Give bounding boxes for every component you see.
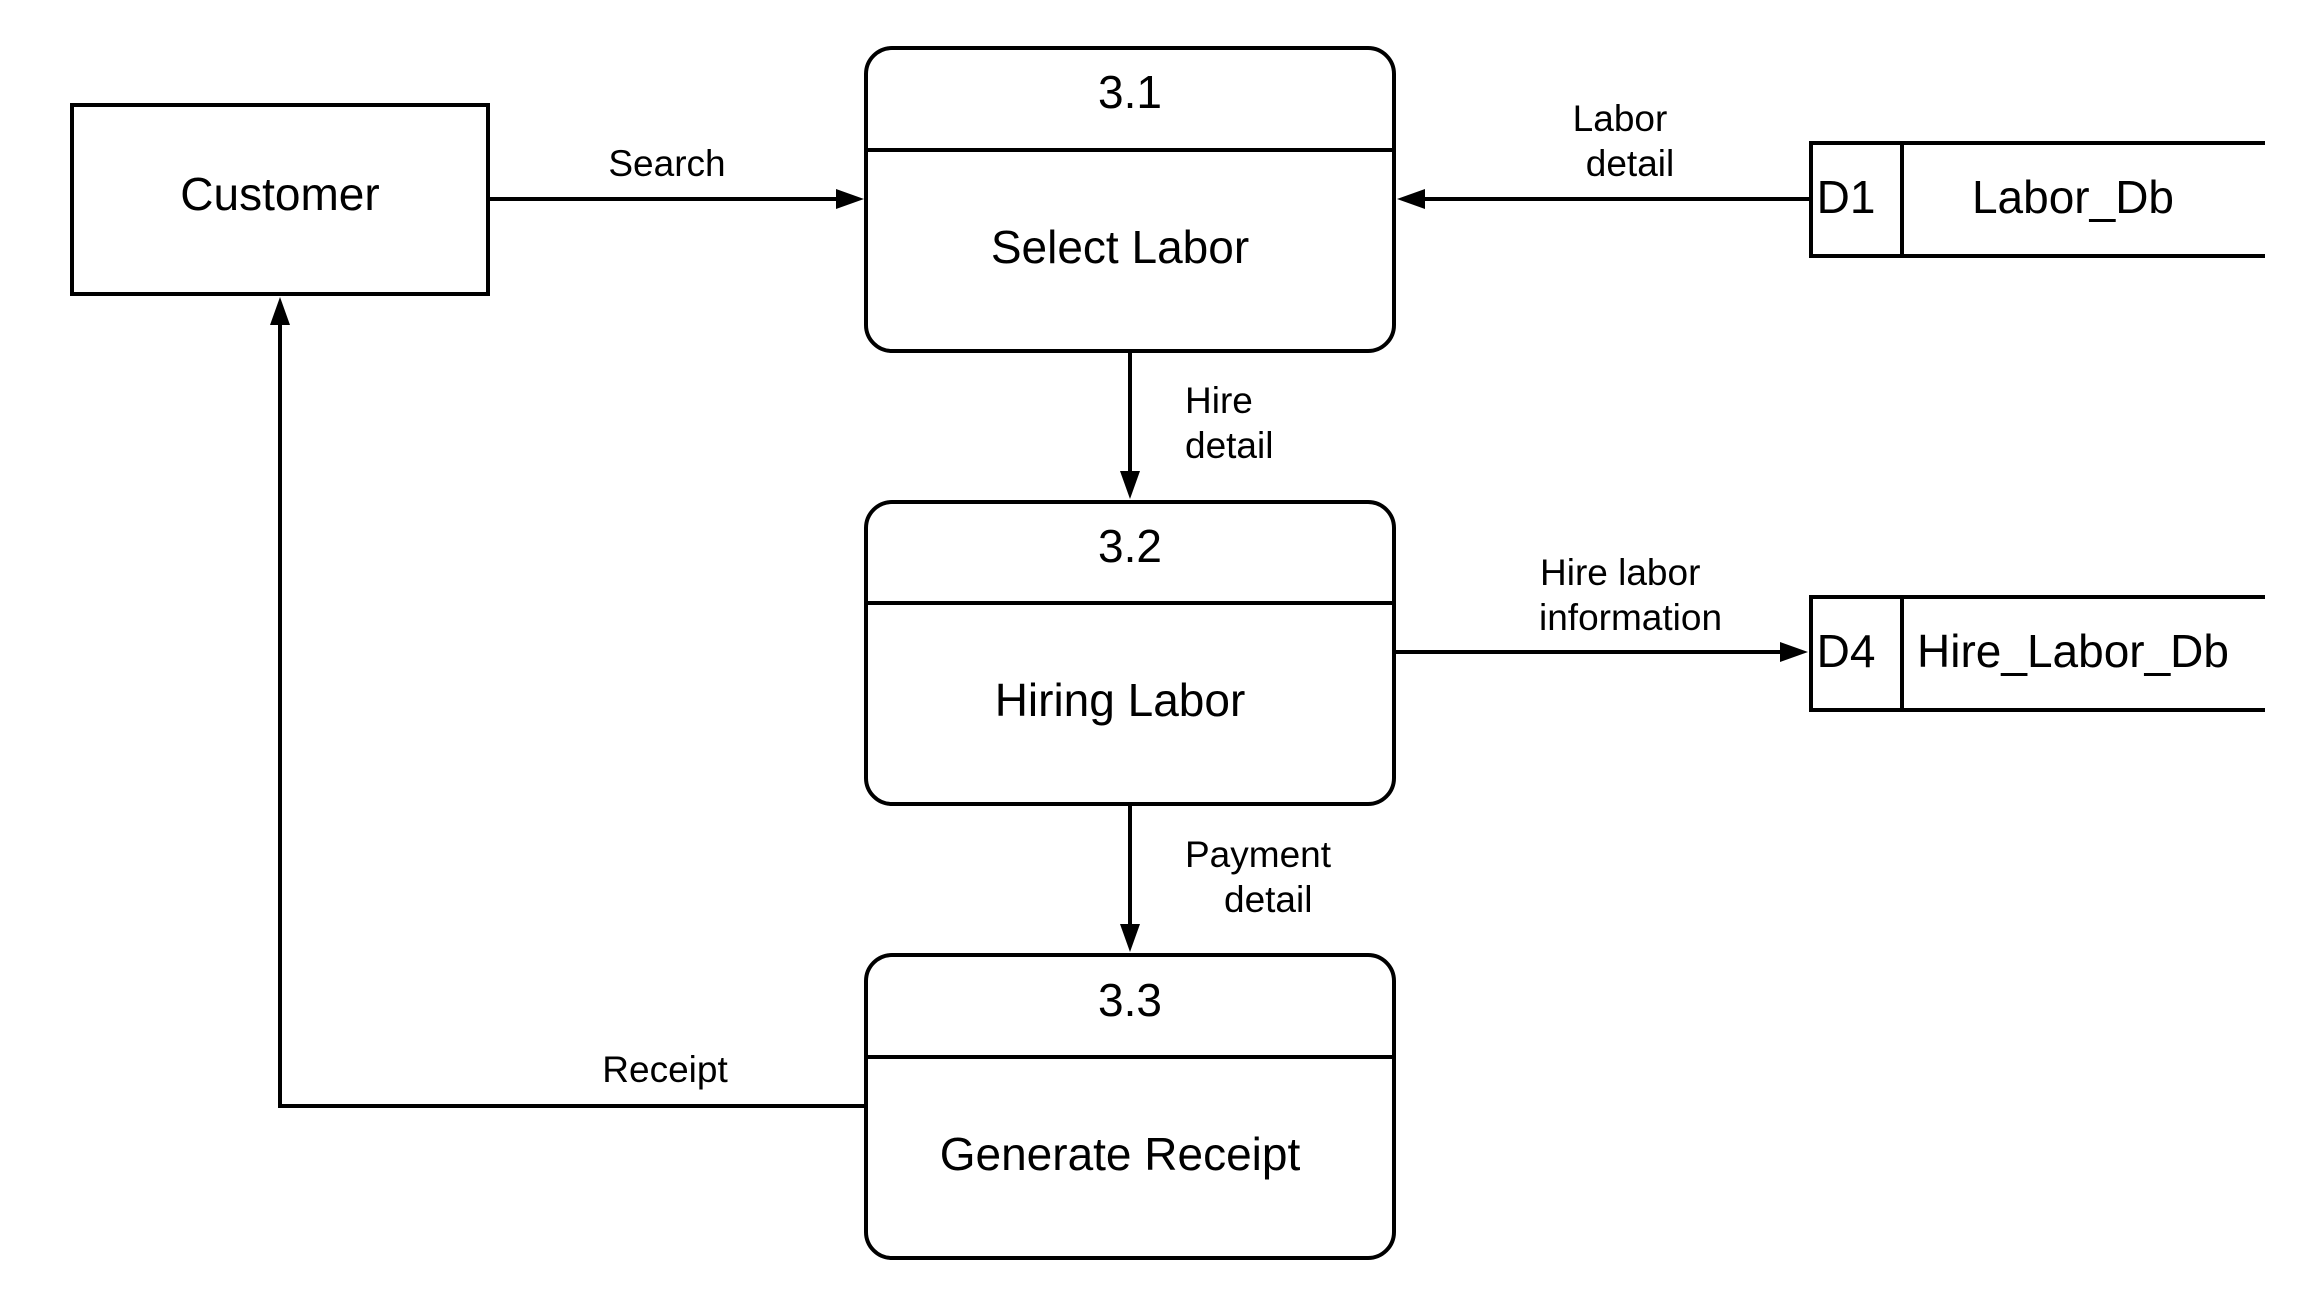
flow-hire-detail-arrowhead [1120, 471, 1140, 499]
data-store-d1: D1 Labor_Db [1809, 141, 2265, 258]
customer-label: Customer [180, 168, 379, 220]
flow-hire-labor-information: Hire labor information [1394, 552, 1808, 662]
flow-hire-detail-label-1: Hire [1185, 380, 1253, 421]
process-3-3-label: Generate Receipt [940, 1128, 1301, 1180]
flow-search: Search [488, 143, 864, 209]
process-3-3: 3.3 Generate Receipt [864, 953, 1396, 1260]
flow-payment-detail: Payment detail [1120, 804, 1332, 952]
flow-receipt-arrowhead [270, 297, 290, 325]
process-3-1-id: 3.1 [1098, 66, 1162, 118]
flow-labor-detail: Labor detail [1397, 98, 1811, 209]
flow-labor-detail-label-2: detail [1586, 143, 1674, 184]
flow-receipt-line [278, 325, 866, 1108]
data-store-d4-label: Hire_Labor_Db [1917, 625, 2229, 677]
process-3-2: 3.2 Hiring Labor [864, 500, 1396, 806]
flow-search-arrowhead [836, 189, 864, 209]
flow-search-label: Search [608, 143, 725, 184]
process-3-2-id: 3.2 [1098, 520, 1162, 572]
flow-hire-labor-information-arrowhead [1780, 642, 1808, 662]
flow-hire-detail: Hire detail [1120, 351, 1273, 499]
flow-payment-detail-arrowhead [1120, 924, 1140, 952]
process-3-1-label: Select Labor [991, 221, 1249, 273]
data-store-d4-outline [1809, 595, 2265, 712]
data-store-d4-id: D4 [1817, 625, 1876, 677]
flow-labor-detail-arrowhead [1397, 189, 1425, 209]
flow-payment-detail-label-2: detail [1224, 879, 1312, 920]
process-3-3-id: 3.3 [1098, 974, 1162, 1026]
flow-hire-detail-label-2: detail [1185, 425, 1273, 466]
process-3-2-label: Hiring Labor [995, 674, 1246, 726]
flow-payment-detail-label-1: Payment [1185, 834, 1332, 875]
customer-box [70, 103, 490, 296]
data-store-d1-id: D1 [1817, 171, 1876, 223]
data-store-d1-label: Labor_Db [1972, 171, 2174, 223]
data-store-d4: D4 Hire_Labor_Db [1809, 595, 2265, 712]
flow-hire-labor-information-label-1: Hire labor [1540, 552, 1700, 593]
process-3-1: 3.1 Select Labor [864, 46, 1396, 353]
flow-receipt: Receipt [270, 297, 866, 1108]
flow-hire-labor-information-label-2: information [1539, 597, 1722, 638]
flow-receipt-label: Receipt [602, 1049, 728, 1090]
external-entity-customer: Customer [70, 103, 490, 296]
flow-labor-detail-label-1: Labor [1573, 98, 1668, 139]
